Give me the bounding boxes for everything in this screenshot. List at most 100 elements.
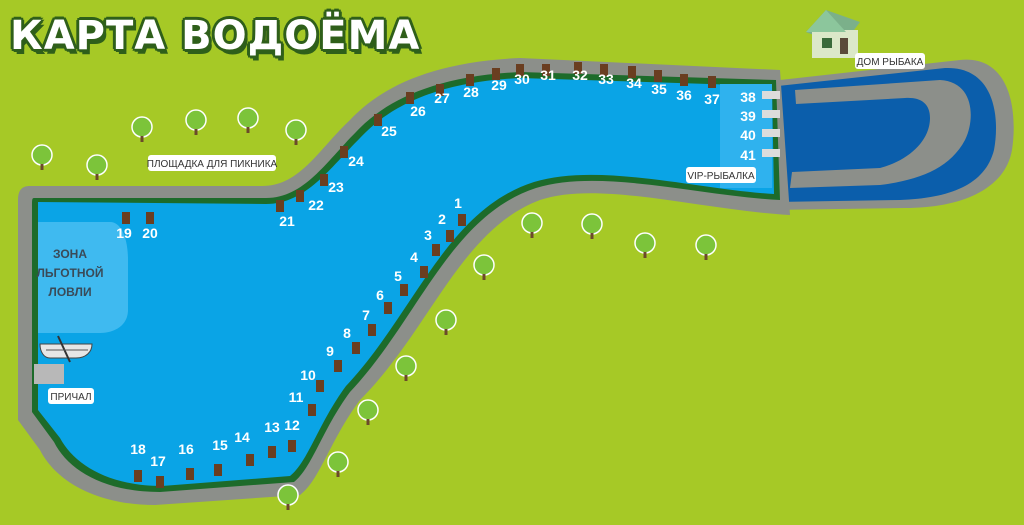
tree-icon: [185, 109, 207, 135]
tree-icon: [285, 119, 307, 145]
vip-platform-38: [762, 91, 780, 99]
spot-number-26: 26: [410, 103, 426, 119]
spot-number-17: 17: [150, 453, 166, 469]
fishing-peg-9: [334, 360, 342, 372]
spot-number-15: 15: [212, 437, 228, 453]
fishing-peg-2: [446, 230, 454, 242]
tree-icon: [357, 399, 379, 425]
spot-number-1: 1: [454, 195, 462, 211]
spot-number-8: 8: [343, 325, 351, 341]
fishing-peg-37: [708, 76, 716, 88]
tree-icon: [31, 144, 53, 170]
spot-number-27: 27: [434, 90, 450, 106]
spot-number-21: 21: [279, 213, 295, 229]
spot-number-40: 40: [740, 127, 756, 143]
fishing-peg-10: [316, 380, 324, 392]
fishing-peg-29: [492, 68, 500, 80]
vip-platform-39: [762, 110, 780, 118]
fishing-peg-20: [146, 212, 154, 224]
spot-number-2: 2: [438, 211, 446, 227]
fishing-peg-4: [420, 266, 428, 278]
spot-number-22: 22: [308, 197, 324, 213]
spot-number-33: 33: [598, 71, 614, 87]
house-label-bg: [855, 53, 925, 69]
fishing-peg-3: [432, 244, 440, 256]
spot-number-12: 12: [284, 417, 300, 433]
spot-number-35: 35: [651, 81, 667, 97]
spot-number-31: 31: [540, 67, 556, 83]
fishing-peg-28: [466, 74, 474, 86]
fishing-peg-11: [308, 404, 316, 416]
pier-label: ПРИЧАЛ: [50, 392, 91, 403]
spot-number-18: 18: [130, 441, 146, 457]
fishing-peg-12: [288, 440, 296, 452]
spot-number-16: 16: [178, 441, 194, 457]
tree-icon: [86, 154, 108, 180]
fishing-peg-18: [134, 470, 142, 482]
fishing-peg-13: [268, 446, 276, 458]
spot-number-30: 30: [514, 71, 530, 87]
vip-platform-40: [762, 129, 780, 137]
fishing-peg-30: [516, 64, 524, 76]
fishing-peg-23: [320, 174, 328, 186]
spot-number-24: 24: [348, 153, 364, 169]
vip-platform-41: [762, 149, 780, 157]
spot-number-36: 36: [676, 87, 692, 103]
pier-label-bg: [48, 388, 94, 404]
spot-number-19: 19: [116, 225, 132, 241]
spot-number-34: 34: [626, 75, 642, 91]
tree-icon: [521, 212, 543, 238]
lake-water: [38, 78, 774, 486]
spot-number-29: 29: [491, 77, 507, 93]
pier: [34, 364, 64, 384]
spot-number-28: 28: [463, 84, 479, 100]
fishing-peg-16: [186, 468, 194, 480]
spot-number-39: 39: [740, 108, 756, 124]
fisherman-house-icon: [806, 10, 860, 58]
spot-number-25: 25: [381, 123, 397, 139]
fishing-peg-33: [600, 64, 608, 76]
spot-number-32: 32: [572, 67, 588, 83]
spot-number-9: 9: [326, 343, 334, 359]
spot-number-3: 3: [424, 227, 432, 243]
tree-icon: [395, 355, 417, 381]
spot-number-38: 38: [740, 89, 756, 105]
spot-number-23: 23: [328, 179, 344, 195]
fishing-peg-31: [542, 64, 550, 76]
tree-icon: [695, 234, 717, 260]
fishing-peg-8: [352, 342, 360, 354]
tree-icon: [131, 116, 153, 142]
fishing-peg-24: [340, 146, 348, 158]
fishing-peg-19: [122, 212, 130, 224]
fishing-peg-7: [368, 324, 376, 336]
tree-icon: [634, 232, 656, 258]
fishing-peg-15: [214, 464, 222, 476]
fishing-peg-14: [246, 454, 254, 466]
vip-label-bg: [686, 167, 756, 183]
tree-icon: [473, 254, 495, 280]
fishing-peg-17: [156, 476, 164, 488]
tree-icon: [327, 451, 349, 477]
fishing-peg-27: [436, 84, 444, 96]
picnic-area-label: ПЛОЩАДКА ДЛЯ ПИКНИКА: [147, 159, 278, 170]
spot-number-10: 10: [300, 367, 316, 383]
spot-number-20: 20: [142, 225, 158, 241]
reduced-fee-zone: [38, 222, 128, 333]
spot-number-13: 13: [264, 419, 280, 435]
fisherman-house-label: ДОМ РЫБАКА: [857, 57, 924, 68]
spot-number-41: 41: [740, 147, 756, 163]
zone-label-line1: ЗОНА: [53, 247, 87, 261]
tree-icon: [435, 309, 457, 335]
fishing-peg-5: [400, 284, 408, 296]
fishing-peg-6: [384, 302, 392, 314]
tree-icon: [277, 484, 299, 510]
picnic-label-bg: [148, 155, 276, 171]
fishing-peg-26: [406, 92, 414, 104]
zone-label-line3: ЛОВЛИ: [48, 285, 91, 299]
spot-number-6: 6: [376, 287, 384, 303]
pool-peninsula: [790, 80, 971, 188]
fishing-peg-32: [574, 62, 582, 74]
spot-number-7: 7: [362, 307, 370, 323]
spot-number-4: 4: [410, 249, 418, 265]
zone-label-line2: ЛЬГОТНОЙ: [37, 265, 104, 280]
